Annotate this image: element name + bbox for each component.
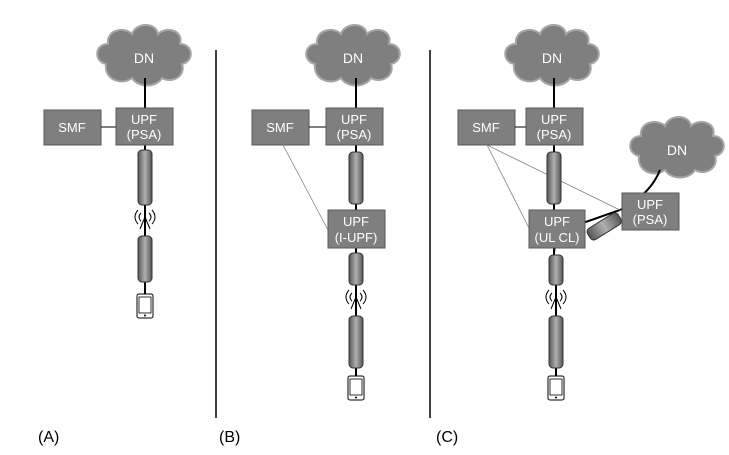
upf-ulcl-label2-c: (UL CL) (534, 230, 579, 245)
upf-psa-label1-b: UPF (341, 112, 367, 127)
tunnel-c-lower (548, 315, 564, 369)
tunnel-c-upper (546, 151, 562, 205)
panel-a: DN SMF UPF (PSA) (A) (38, 24, 192, 446)
dn-label-b: DN (343, 50, 363, 66)
panel-label-b: (B) (219, 429, 240, 446)
panel-c: DN DN SMF UPF (PSA) UPF (UL CL) UPF (PSA… (436, 24, 725, 446)
tunnel-a-upper (137, 149, 153, 206)
tunnel-c-middle (548, 254, 564, 286)
upf-iupf-label1-b: UPF (343, 214, 369, 229)
dn2-label-c: DN (667, 142, 687, 158)
tunnel-b-upper (348, 151, 364, 205)
smf-iupf-link-b (282, 144, 329, 231)
smf-box-c (457, 109, 516, 146)
phone-icon-a (136, 293, 154, 319)
panel-b: DN SMF UPF (PSA) UPF (I-UPF) (B) (219, 24, 401, 446)
dn-label-a: DN (134, 50, 154, 66)
phone-icon-c (547, 375, 565, 401)
tunnel-a-lower (137, 235, 153, 283)
upf-psa-box-c (525, 107, 584, 146)
panel-label-a: (A) (38, 429, 59, 446)
smf-label-b: SMF (266, 120, 294, 135)
tunnel-c-breakout (586, 212, 622, 241)
upf-psa2-label1-c: UPF (637, 197, 663, 212)
upf-ulcl-box-c (528, 209, 586, 249)
upf-iupf-box-b (327, 209, 386, 249)
smf-label-a: SMF (58, 120, 86, 135)
upf-psa-label2-b: (PSA) (337, 127, 372, 142)
upf-iupf-label2-b: (I-UPF) (335, 230, 378, 245)
tunnel-b-middle (348, 252, 364, 286)
upf-psa-label1-a: UPF (131, 112, 157, 127)
tunnel-b-lower (348, 315, 364, 369)
upf-psa-label1-c: UPF (541, 112, 567, 127)
smf-label-c: SMF (472, 120, 500, 135)
upf-psa-label2-a: (PSA) (127, 127, 162, 142)
upf-psa2-box-c (621, 192, 680, 231)
upf-psa-label2-c: (PSA) (537, 127, 572, 142)
smf-box-a (43, 109, 102, 146)
upf-psa-box-b (325, 107, 384, 146)
phone-icon-b (347, 375, 365, 401)
panel-label-c: (C) (436, 429, 458, 446)
smf-box-b (251, 109, 310, 146)
upf-psa2-label2-c: (PSA) (633, 212, 668, 227)
upf-psa-box-a (115, 107, 174, 146)
dn-label-c: DN (542, 50, 562, 66)
smf-ulcl-link-c (486, 144, 532, 233)
upf-ulcl-label1-c: UPF (544, 214, 570, 229)
